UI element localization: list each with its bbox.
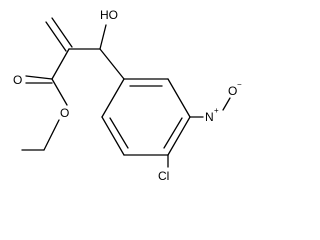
- bond-alkene-carbonyl: [51, 48, 70, 80]
- carbonyl-oxygen-label: O: [13, 73, 22, 87]
- bond-methylene-double-1: [45, 21, 67, 52]
- nitro-nitrogen-label: N: [205, 110, 214, 124]
- hydroxyl-label: HO: [100, 8, 118, 22]
- bond-ester-o-ch2: [43, 119, 60, 151]
- bond-carbonyl-double-1: [25, 75, 53, 80]
- nitro-nitrogen-charge: +: [214, 106, 219, 115]
- bond-carbinol-ring: [99, 48, 125, 80]
- chemical-structure-diagram: HO O O N + O − Cl: [13, 8, 242, 183]
- ring-bond-c5-c6: [101, 116, 125, 156]
- nitro-oxygen-charge: −: [237, 80, 242, 89]
- chlorine-label: Cl: [158, 169, 169, 183]
- ring-bond-c3-c4: [167, 116, 191, 156]
- bond-carbonyl-ester-o: [51, 78, 68, 106]
- ring-inner-double-left: [109, 117, 129, 149]
- structure-canvas: HO O O N + O − Cl: [13, 8, 242, 183]
- bond-methylene-double-2: [51, 17, 73, 48]
- bond-carbinol-hydroxyl: [99, 24, 107, 50]
- nitro-oxygen-label: O: [228, 84, 237, 98]
- bond-nitro-o-up: [222, 97, 231, 111]
- atom-labels: HO O O N + O − Cl: [13, 8, 242, 183]
- ring-bond-c6-c1: [101, 78, 125, 118]
- ester-oxygen-label: O: [60, 106, 69, 120]
- bonds: [21, 17, 231, 168]
- ring-bond-c2-c3: [167, 78, 191, 118]
- ring-inner-double-right: [163, 117, 183, 149]
